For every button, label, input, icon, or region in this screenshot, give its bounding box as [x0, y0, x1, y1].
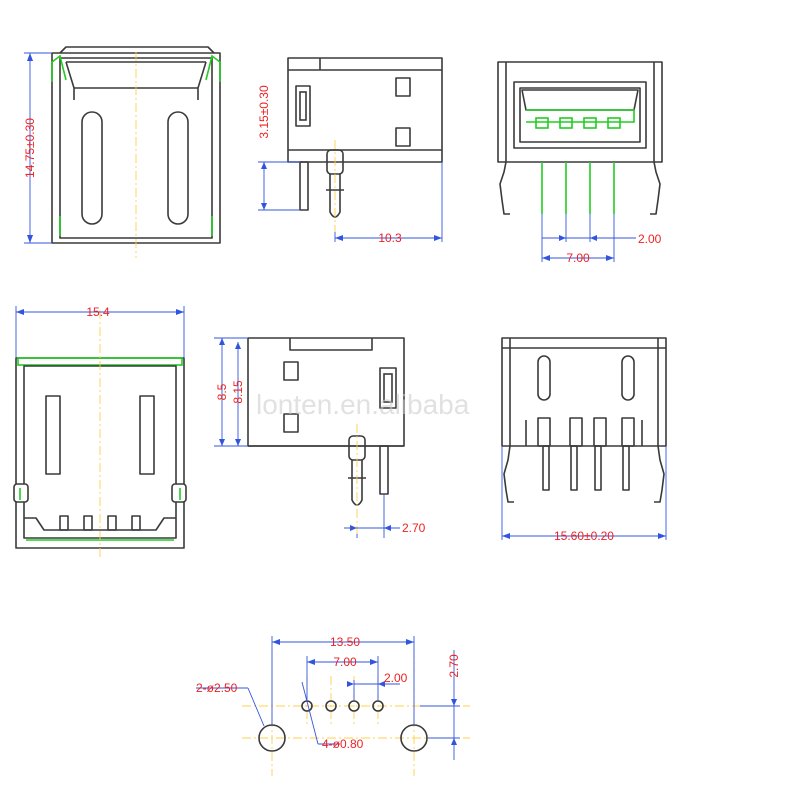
- dim-hole-spacing: 13.50: [330, 635, 360, 649]
- dim-row-offset: 2.70: [447, 654, 461, 678]
- dim-shell-width: 15.60±0.20: [554, 529, 614, 543]
- watermark: lonten.en.alibaba: [256, 389, 470, 420]
- top-view: 14.75±0.30: [23, 46, 221, 258]
- dim-pin-offset: 2.70: [402, 521, 426, 535]
- bottom-view: 15.4: [13, 305, 187, 560]
- dim-small-hole-diameter: 4-ø0.80: [322, 737, 364, 751]
- pcb-footprint: 13.50 7.00 2.00 2.70 2-ø2.50 4-ø0.80: [196, 635, 470, 776]
- dim-contact-span: 7.00: [333, 655, 357, 669]
- dim-overall-height: 14.75±0.30: [23, 118, 37, 178]
- dim-body-length: 10.3: [378, 231, 402, 245]
- side-view-mirror: 8.5 8.15 2.70: [214, 337, 426, 538]
- dim-pin-span: 7.00: [566, 251, 590, 265]
- dim-large-hole-diameter: 2-ø2.50: [196, 681, 238, 695]
- dim-overall-width: 15.4: [86, 305, 110, 319]
- dim-contact-pitch: 2.00: [384, 671, 408, 685]
- rear-view: 15.60±0.20: [501, 337, 667, 543]
- dim-pin-length: 3.15±0.30: [257, 85, 271, 139]
- dim-pin-pitch: 2.00: [638, 232, 662, 246]
- front-view: 2.00 7.00: [497, 61, 663, 265]
- dim-body-height: 8.5: [215, 383, 229, 400]
- side-view: 3.15±0.30 10.3: [257, 57, 443, 245]
- dim-shell-height: 8.15: [231, 380, 245, 404]
